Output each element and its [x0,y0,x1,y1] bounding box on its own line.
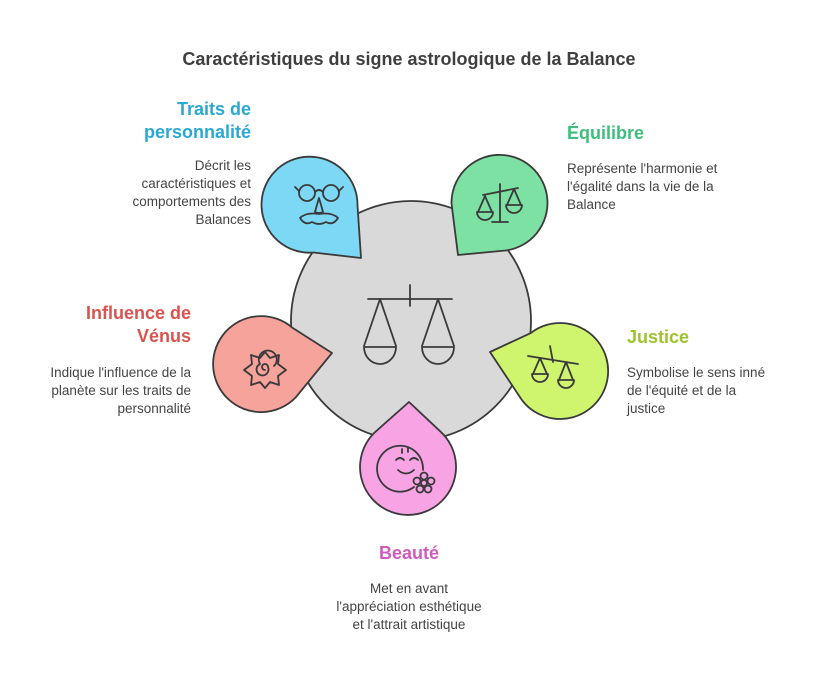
scale-icon [476,183,523,223]
justice-desc-line-2: de l'équité et de la [627,383,737,398]
equilibre-desc-line-2: l'égalité dans la vie de la [567,179,714,194]
traits-desc-line-4: Balances [195,212,251,227]
traits-desc-line-2: caractéristiques et [141,176,251,191]
venus-heading: Influence de Vénus [41,302,191,348]
venus-drop [212,315,333,413]
beaute-desc-line-3: et l'attrait artistique [352,617,466,632]
venus-description: Indique l'influence de la planète sur le… [11,364,191,418]
glasses-mustache-icon [294,184,344,225]
beaute-desc-line-2: l'appréciation esthétique [336,599,482,614]
spiral-sun-icon [243,349,287,389]
equilibre-heading: Équilibre [567,122,767,145]
equilibre-description: Représente l'harmonie et l'égalité dans … [567,160,787,214]
venus-heading-line-2: Vénus [136,326,191,346]
equilibre-desc-line-3: Balance [567,197,616,212]
face-flower-icon [376,444,436,494]
traits-heading-line-2: personnalité [143,122,251,142]
tilted-scale-icon [527,345,579,389]
venus-desc-line-2: planète sur les traits de [51,383,191,398]
justice-heading: Justice [627,326,797,349]
traits-desc-line-3: comportements des [132,194,251,209]
justice-desc-line-1: Symbolise le sens inné [627,365,766,380]
venus-heading-line-1: Influence de [85,303,191,323]
beaute-description: Met en avant l'appréciation esthétique e… [289,580,529,634]
traits-heading: Traits de personnalité [90,98,251,144]
traits-description: Décrit les caractéristiques et comportem… [60,157,251,229]
traits-heading-line-1: Traits de [176,99,251,119]
diagram-title: Caractéristiques du signe astrologique d… [182,49,636,69]
equilibre-desc-line-1: Représente l'harmonie et [567,161,718,176]
venus-desc-line-1: Indique l'influence de la [50,365,191,380]
balance-scale-icon [363,284,455,365]
equilibre-heading-line-1: Équilibre [567,123,645,143]
traits-desc-line-1: Décrit les [194,158,251,173]
beaute-desc-line-1: Met en avant [369,581,449,596]
venus-desc-line-3: personnalité [117,401,191,416]
justice-heading-line-1: Justice [627,327,690,347]
beaute-heading: Beauté [309,542,509,565]
justice-desc-line-3: justice [627,401,666,416]
traits-drop [260,155,362,259]
justice-drop [489,322,610,420]
beaute-heading-line-1: Beauté [378,543,440,563]
justice-description: Symbolise le sens inné de l'équité et de… [627,364,807,418]
